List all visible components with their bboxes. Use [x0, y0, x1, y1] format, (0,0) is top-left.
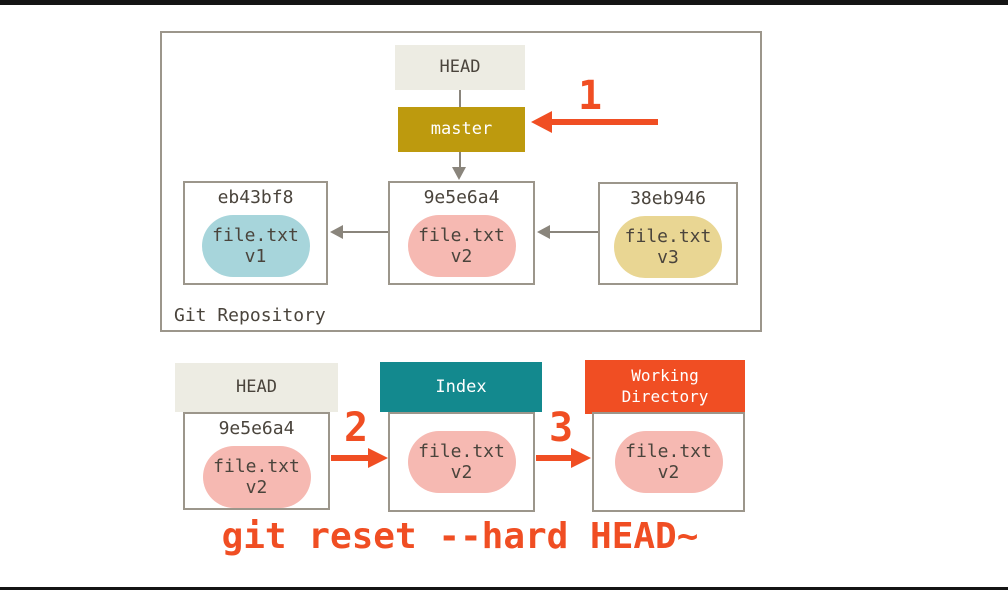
commit-box-eb43bf8: eb43bf8 file.txt v1	[183, 181, 328, 285]
file-blob-v3: file.txt v3	[614, 216, 722, 278]
step-1-arrowhead-icon	[531, 111, 552, 133]
commit-hash: 9e5e6a4	[218, 418, 295, 439]
master-branch-box: master	[398, 107, 525, 152]
file-version: v1	[244, 246, 267, 267]
step-3-number: 3	[548, 405, 574, 451]
file-blob-v2: file.txt v2	[407, 215, 516, 277]
commit-hash: 38eb946	[630, 188, 706, 209]
head-to-master-line	[459, 90, 461, 107]
top-border-bar	[0, 0, 1008, 5]
file-version: v2	[657, 462, 680, 483]
head-area-header: HEAD	[175, 363, 338, 412]
head-snapshot-box: 9e5e6a4 file.txt v2	[183, 412, 330, 510]
head-pointer-box: HEAD	[395, 45, 525, 90]
file-version: v2	[245, 477, 268, 498]
working-directory-snapshot-box: file.txt v2	[592, 412, 745, 512]
step-1-number: 1	[577, 73, 603, 119]
file-blob-v1: file.txt v1	[201, 215, 310, 277]
step-1-arrow-shaft	[550, 119, 658, 125]
bottom-border-bar	[0, 587, 1008, 590]
file-blob-v2: file.txt v2	[614, 431, 723, 493]
command-caption: git reset --hard HEAD~	[221, 516, 699, 557]
commit-hash: 9e5e6a4	[423, 187, 500, 208]
step-3-arrowhead-icon	[571, 448, 591, 468]
step-2-arrow-shaft	[331, 455, 369, 461]
file-name: file.txt	[212, 224, 299, 246]
commit-box-38eb946: 38eb946 file.txt v3	[598, 182, 738, 285]
master-to-commit-arrowhead-icon	[452, 167, 466, 180]
file-version: v2	[450, 246, 473, 267]
step-3-arrow-shaft	[536, 455, 572, 461]
step-2-arrowhead-icon	[368, 448, 388, 468]
step-2-number: 2	[343, 405, 369, 451]
git-repository-label: Git Repository	[174, 305, 326, 326]
parent-arrowhead-icon	[537, 225, 550, 239]
parent-arrowhead-icon	[330, 225, 343, 239]
parent-arrow-shaft	[550, 231, 598, 233]
file-name: file.txt	[625, 440, 712, 462]
file-name: file.txt	[418, 440, 505, 462]
file-version: v2	[450, 462, 473, 483]
commit-box-9e5e6a4: 9e5e6a4 file.txt v2	[388, 181, 535, 285]
file-name: file.txt	[213, 455, 300, 477]
index-area-header: Index	[380, 362, 542, 412]
master-to-commit-arrow-shaft	[459, 152, 461, 168]
file-blob-v2: file.txt v2	[202, 446, 311, 508]
file-name: file.txt	[624, 225, 712, 247]
working-directory-area-header: Working Directory	[585, 360, 745, 414]
file-version: v3	[657, 247, 679, 268]
index-snapshot-box: file.txt v2	[388, 412, 535, 512]
file-name: file.txt	[418, 224, 505, 246]
file-blob-v2: file.txt v2	[407, 431, 516, 493]
commit-hash: eb43bf8	[217, 187, 294, 208]
parent-arrow-shaft	[343, 231, 388, 233]
